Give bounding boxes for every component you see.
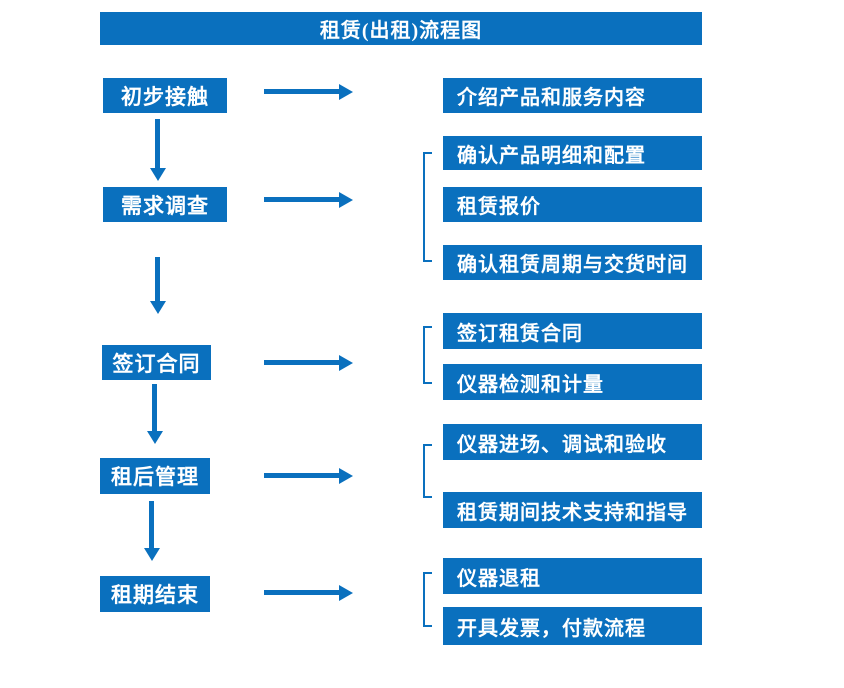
output-box-tech-support: 租赁期间技术支持和指导 bbox=[443, 492, 702, 528]
group-bracket bbox=[423, 152, 432, 262]
step-box-initial-contact: 初步接触 bbox=[103, 78, 227, 113]
step-box-post-rental-management: 租后管理 bbox=[100, 458, 210, 494]
output-box-instrument-return: 仪器退租 bbox=[443, 558, 702, 594]
flowchart-title: 租赁(出租)流程图 bbox=[100, 12, 702, 45]
right-arrow-icon bbox=[264, 84, 353, 100]
step-box-sign-contract: 签订合同 bbox=[102, 345, 211, 380]
right-arrow-icon bbox=[264, 468, 353, 484]
right-arrow-icon bbox=[264, 355, 353, 371]
output-box-instrument-testing: 仪器检测和计量 bbox=[443, 364, 702, 400]
step-box-demand-survey: 需求调查 bbox=[103, 187, 227, 222]
down-arrow-icon bbox=[150, 119, 166, 181]
down-arrow-icon bbox=[147, 384, 163, 444]
down-arrow-icon bbox=[150, 257, 166, 314]
output-box-confirm-period-delivery: 确认租赁周期与交货时间 bbox=[443, 245, 702, 280]
output-box-confirm-details-config: 确认产品明细和配置 bbox=[443, 136, 702, 170]
group-bracket bbox=[423, 572, 432, 627]
output-box-introduce-products: 介绍产品和服务内容 bbox=[443, 78, 702, 113]
down-arrow-icon bbox=[144, 501, 160, 561]
output-box-rental-quote: 租赁报价 bbox=[443, 187, 702, 222]
output-box-instrument-setup-acceptance: 仪器进场、调试和验收 bbox=[443, 424, 702, 460]
output-box-invoice-payment: 开具发票，付款流程 bbox=[443, 607, 702, 645]
step-box-rental-end: 租期结束 bbox=[100, 576, 210, 612]
output-box-sign-rental-contract: 签订租赁合同 bbox=[443, 313, 702, 349]
group-bracket bbox=[423, 444, 432, 498]
right-arrow-icon bbox=[264, 585, 353, 601]
group-bracket bbox=[423, 326, 432, 384]
right-arrow-icon bbox=[264, 192, 353, 208]
